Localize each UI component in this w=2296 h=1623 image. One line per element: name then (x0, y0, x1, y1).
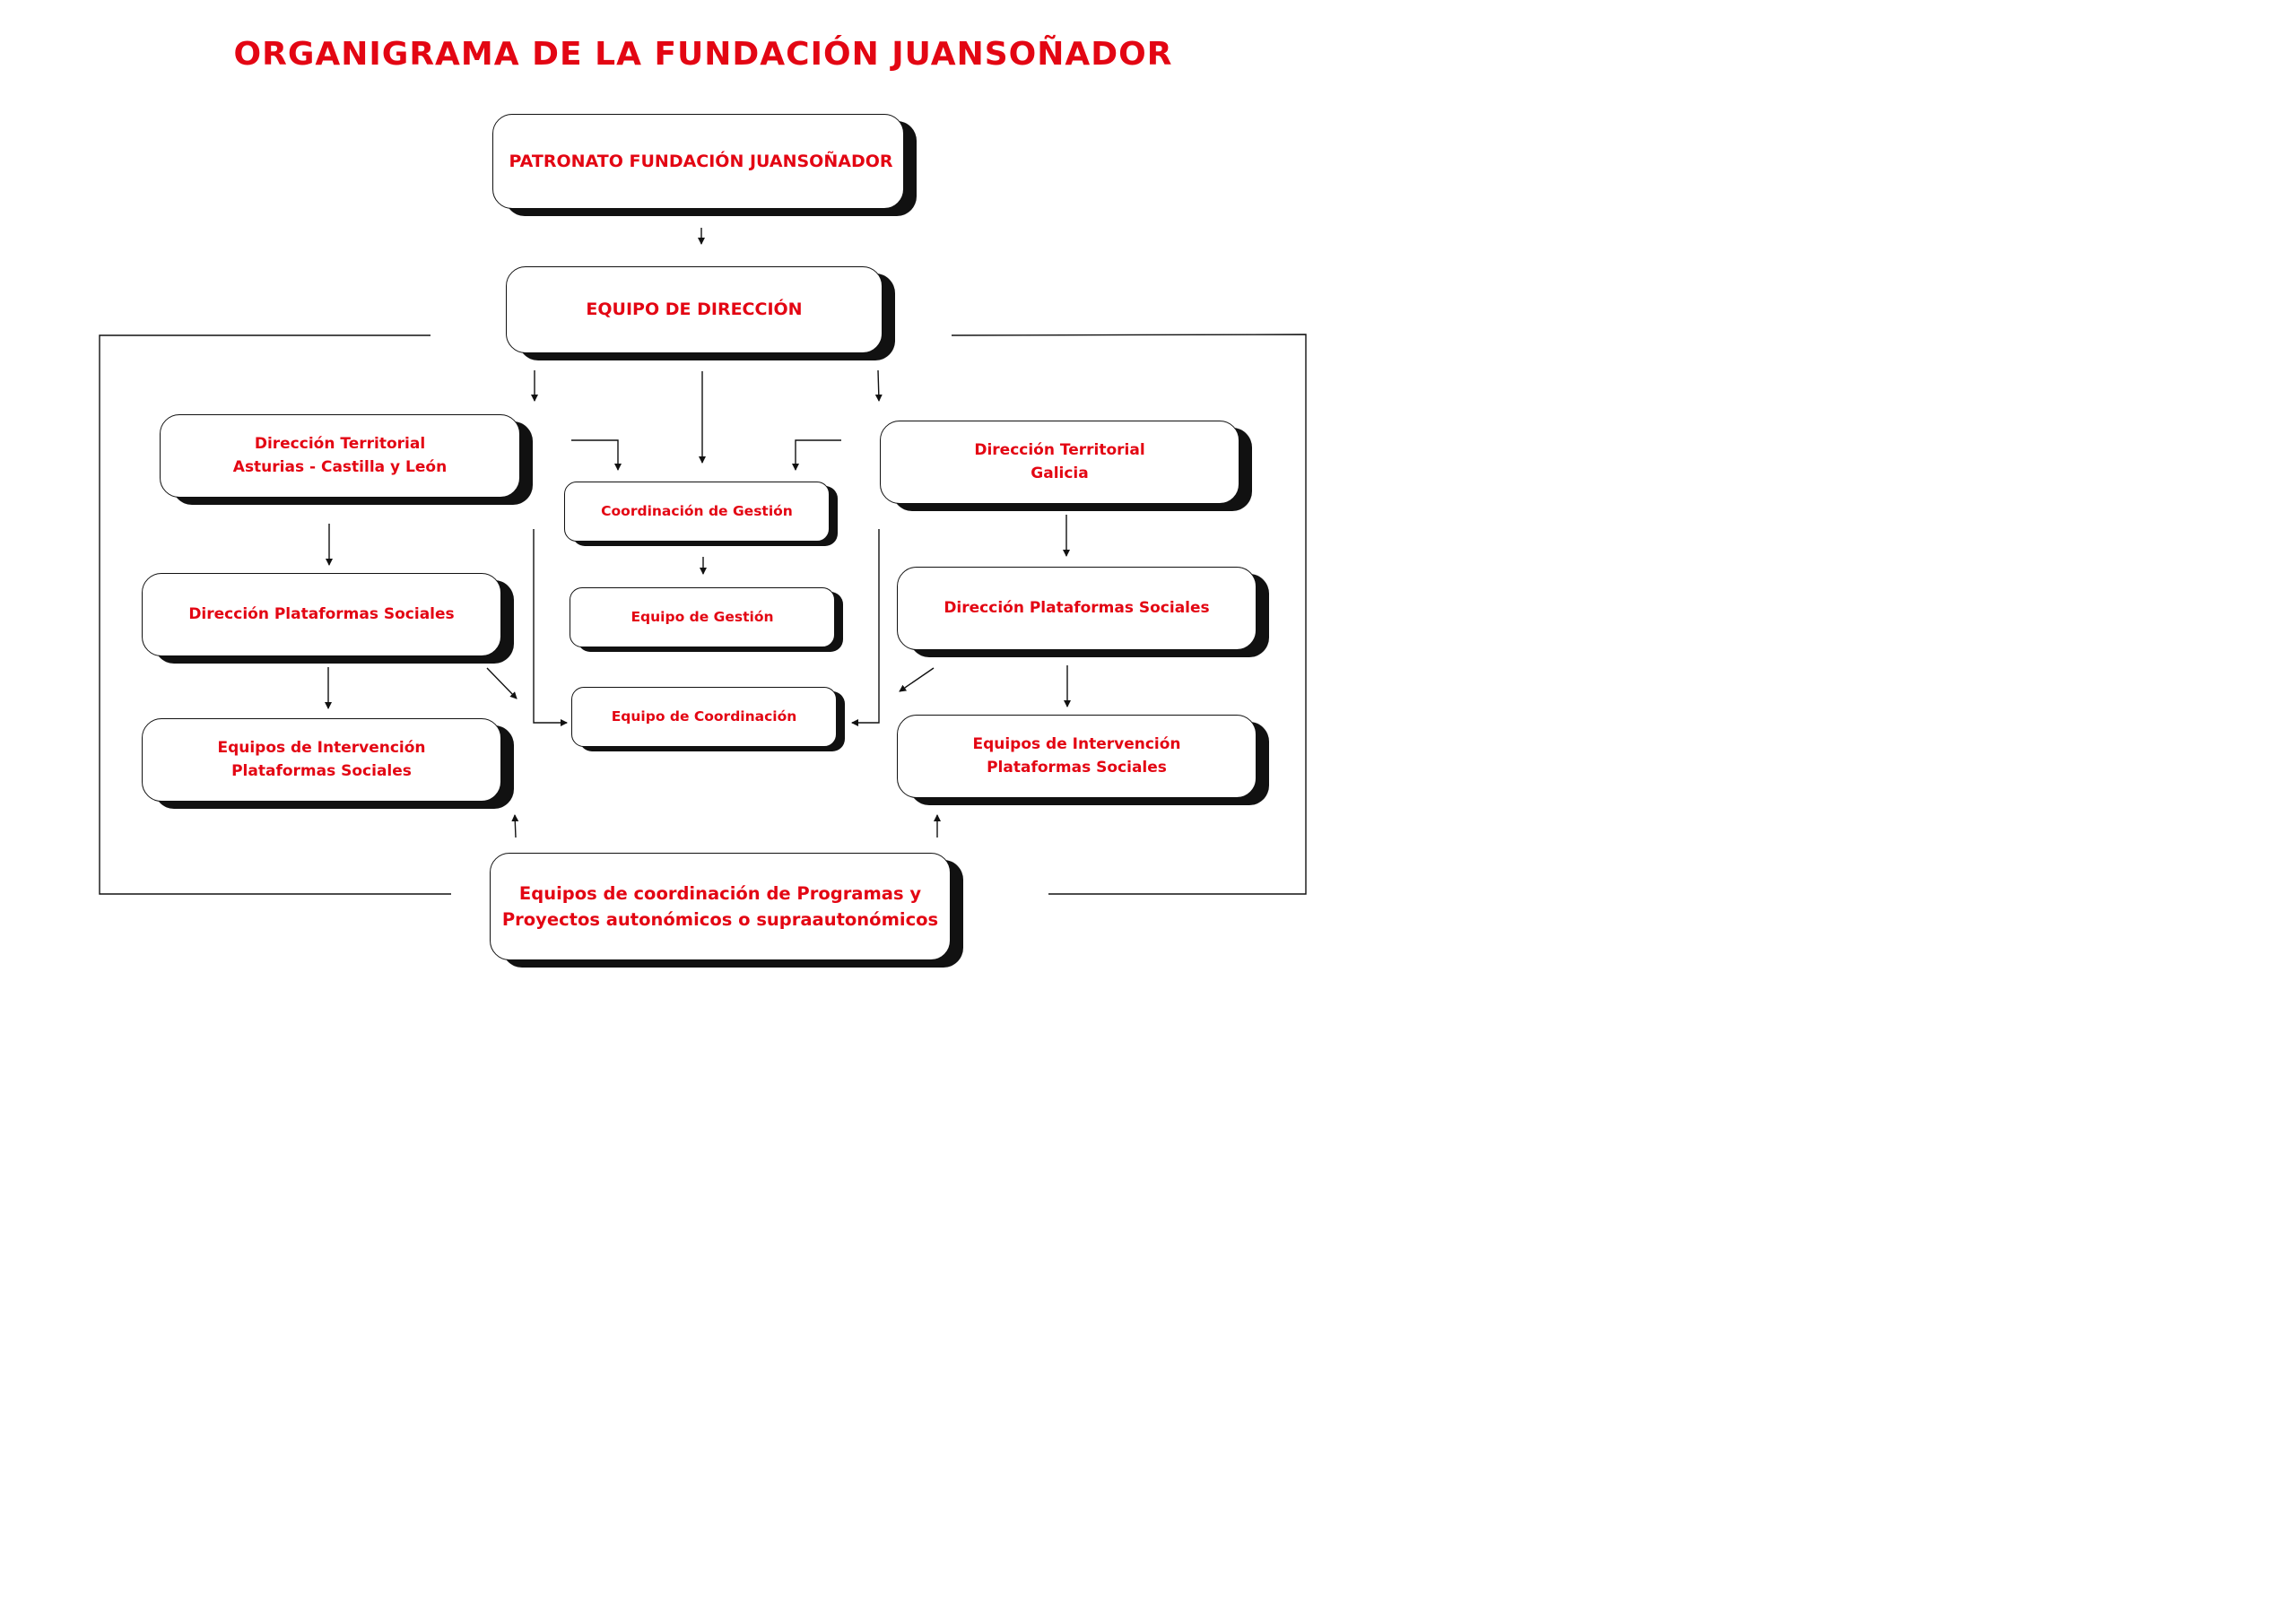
node-dps-right-label: Dirección Plataformas Sociales (944, 598, 1210, 617)
arrow-direccion-right (874, 369, 883, 402)
node-dps-left-label: Dirección Plataformas Sociales (188, 604, 455, 623)
node-dt-asturias: Dirección Territorial Asturias - Castill… (160, 414, 520, 498)
node-equipo-coordinacion: Equipo de Coordinación (571, 687, 837, 747)
arrow-dps-left-diagonal (486, 667, 517, 699)
arrow-left-to-equipo-coordinacion (533, 529, 568, 726)
arrow-right-to-equipo-coordinacion (851, 529, 880, 726)
arrow-dps-right-diagonal (899, 667, 935, 692)
node-coordinacion-gestion-label: Coordinación de Gestión (601, 502, 793, 519)
node-equipo-coordinacion-label: Equipo de Coordinación (611, 707, 797, 725)
arrow-elbow-left (571, 439, 622, 471)
frame-left (99, 334, 451, 895)
arrow-up-left (511, 814, 519, 838)
node-equipo-direccion: EQUIPO DE DIRECCIÓN (506, 266, 883, 353)
node-dt-asturias-label: Dirección Territorial Asturias - Castill… (232, 435, 448, 476)
node-coordinacion-gestion: Coordinación de Gestión (564, 482, 830, 542)
node-dps-right: Dirección Plataformas Sociales (897, 567, 1257, 650)
node-dps-left: Dirección Plataformas Sociales (142, 573, 501, 656)
frame-right (951, 334, 1307, 895)
page-title: ORGANIGRAMA DE LA FUNDACIÓN JUANSOÑADOR (233, 36, 1173, 73)
arrow-elbow-right (792, 439, 841, 471)
node-equipos-programas-label: Equipos de coordinación de Programas y P… (501, 882, 939, 930)
node-equipo-direccion-label: EQUIPO DE DIRECCIÓN (586, 299, 803, 320)
connector-lines (99, 228, 1307, 895)
node-dt-galicia: Dirección Territorial Galicia (880, 421, 1239, 504)
node-eips-right: Equipos de Intervención Plataformas Soci… (897, 715, 1257, 798)
node-eips-right-label: Equipos de Intervención Plataformas Soci… (972, 735, 1181, 777)
node-equipos-programas: Equipos de coordinación de Programas y P… (490, 853, 951, 960)
node-equipo-gestion-label: Equipo de Gestión (631, 608, 774, 625)
node-equipo-gestion: Equipo de Gestión (570, 587, 835, 647)
node-patronato-label: PATRONATO FUNDACIÓN JUANSOÑADOR (509, 151, 893, 171)
node-patronato: PATRONATO FUNDACIÓN JUANSOÑADOR (492, 114, 904, 209)
node-eips-left-label: Equipos de Intervención Plataformas Soci… (217, 739, 426, 780)
node-dt-galicia-label: Dirección Territorial Galicia (974, 441, 1145, 482)
node-eips-left: Equipos de Intervención Plataformas Soci… (142, 718, 501, 802)
